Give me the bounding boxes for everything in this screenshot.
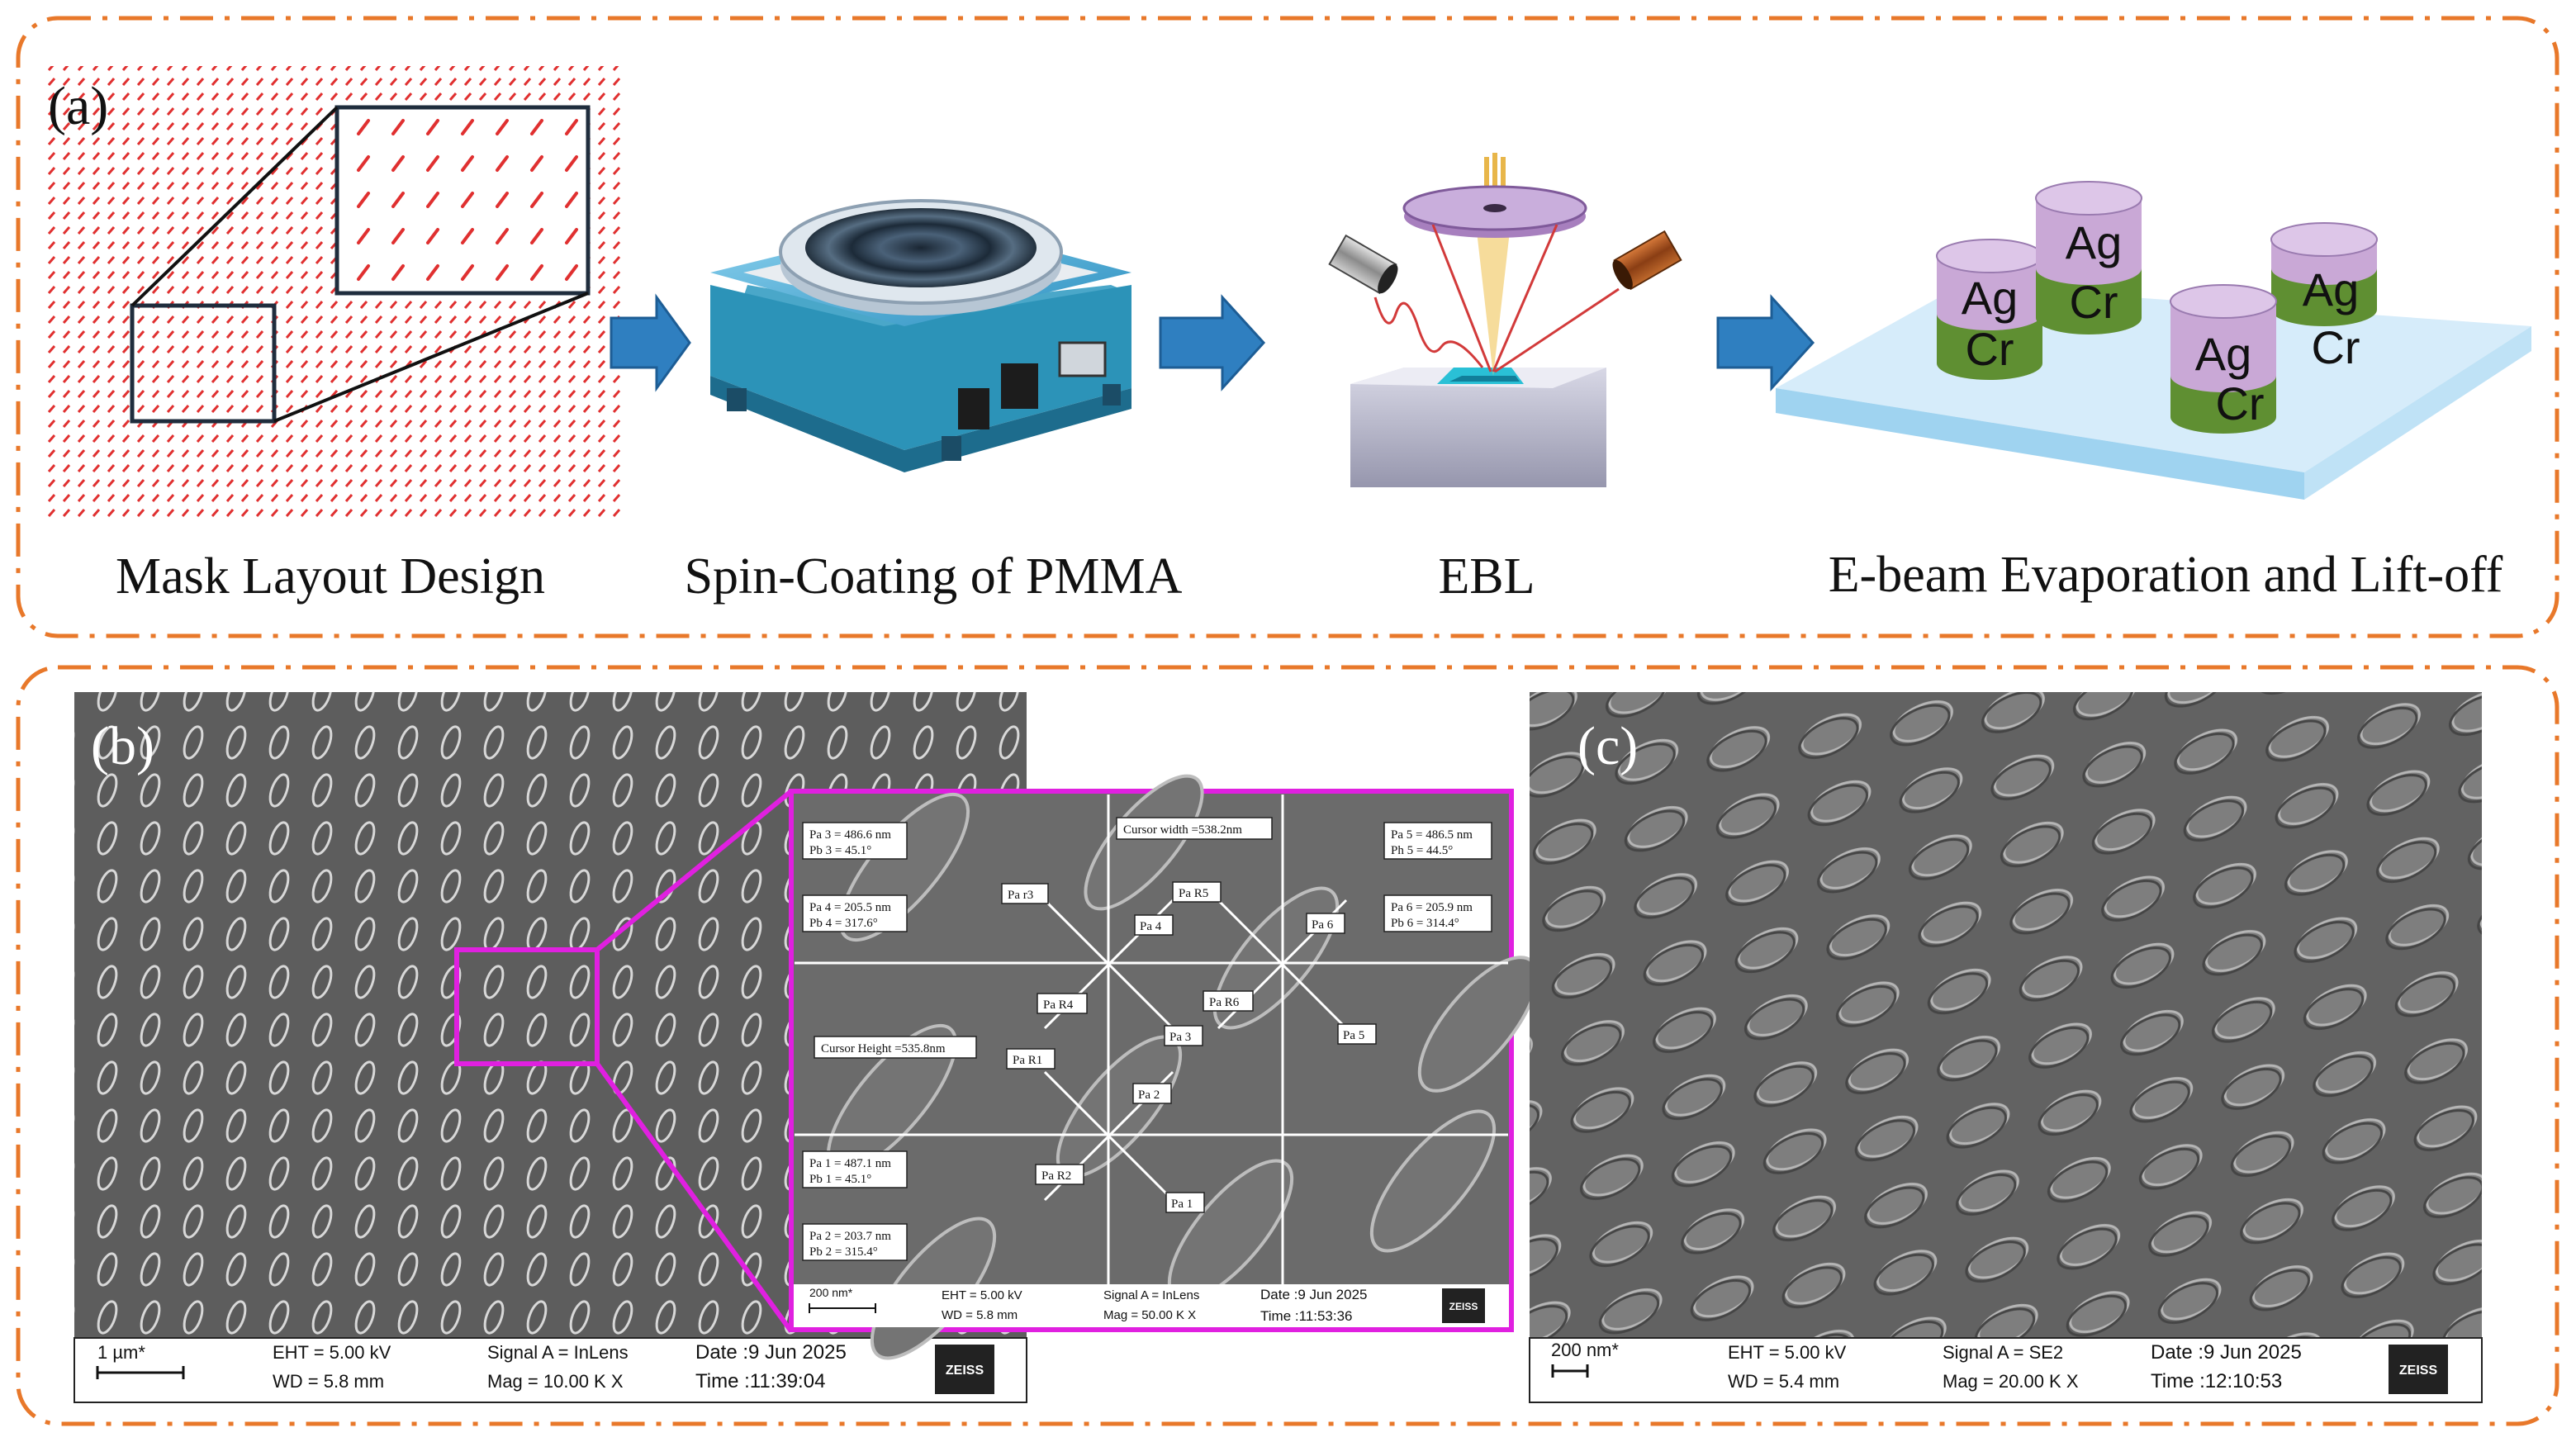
sem-c-date: Date :9 Jun 2025 (2151, 1341, 2302, 1364)
sem-c-signal: Signal A = SE2 (1943, 1342, 2063, 1363)
step-label-evaporation: E-beam Evaporation and Lift-off (1829, 547, 2503, 603)
inset-tag: Pa 4 (1140, 920, 1162, 933)
step-label-spin-coating: Spin-Coating of PMMA (685, 548, 1183, 605)
sem-c-scale: 200 nm* (1551, 1340, 1619, 1360)
inset-label: Pb 4 = 317.6° (809, 917, 878, 930)
pillar: Ag Cr (2170, 284, 2277, 434)
pillar-cr-label: Cr (1965, 323, 2014, 375)
inset-label: Pb 2 = 315.4° (809, 1245, 878, 1259)
pillar-ag-label: Ag (2195, 328, 2252, 380)
inset-tag: Pa 1 (1171, 1198, 1193, 1211)
pillar-cr-label: Cr (2069, 276, 2118, 328)
inset-tag: Pa R1 (1013, 1054, 1042, 1067)
spin-coater-illustration (710, 199, 1131, 472)
inset-tag: Pa R6 (1209, 996, 1240, 1009)
sem-b-wd: WD = 5.8 mm (273, 1371, 384, 1392)
panel-c-label: (c) (1577, 716, 1638, 776)
inset-label: Pb 1 = 45.1° (809, 1173, 871, 1186)
sem-image-c: (c) 200 nm* EHT = 5.00 kV WD = 5.4 mm Si… (1529, 692, 2483, 1403)
inset-label: Pb 3 = 45.1° (809, 844, 871, 857)
sem-b-eht: EHT = 5.00 kV (273, 1342, 391, 1363)
zeiss-logo (1442, 1288, 1485, 1323)
pillar-ag-label: Ag (1962, 272, 2019, 324)
sem-c-mag: Mag = 20.00 K X (1943, 1371, 2079, 1392)
inset-tag: Pa 6 (1312, 918, 1334, 932)
process-arrow (1159, 294, 1266, 391)
step-label-ebl: EBL (1438, 548, 1535, 605)
inset-label: Pa 4 = 205.5 nm (809, 901, 891, 914)
sem-b-scale: 1 µm* (97, 1342, 145, 1363)
panel-a-label: (a) (48, 76, 108, 136)
pillar-ag-label: Ag (2303, 263, 2360, 315)
sem-b-time: Time :11:39:04 (695, 1370, 825, 1392)
inset-time: Time :11:53:36 (1260, 1308, 1353, 1324)
inset-date: Date :9 Jun 2025 (1260, 1287, 1367, 1302)
inset-tag: Pa R5 (1179, 887, 1208, 900)
process-arrow (1716, 294, 1815, 391)
sem-inset: Pa 3 = 486.6 nm Pb 3 = 45.1° Cursor widt… (789, 774, 1539, 1360)
ebl-illustration (1328, 153, 1682, 487)
inset-label: Pa 6 = 205.9 nm (1391, 901, 1473, 914)
sem-c-wd: WD = 5.4 mm (1728, 1371, 1839, 1392)
panel-a-frame (16, 16, 2559, 638)
inset-tag: Pa 3 (1169, 1031, 1191, 1044)
inset-wd: WD = 5.8 mm (942, 1308, 1018, 1322)
svg-text:ZEISS: ZEISS (1449, 1301, 1478, 1312)
inset-label: Cursor width =538.2nm (1123, 823, 1242, 837)
sem-b-mag: Mag = 10.00 K X (487, 1371, 624, 1392)
inset-eht: EHT = 5.00 kV (942, 1288, 1022, 1302)
inset-tag: Pa 2 (1138, 1089, 1160, 1102)
inset-scale: 200 nm* (809, 1286, 853, 1299)
pillar: Ag Cr (2270, 222, 2378, 373)
panel-bc-frame (16, 665, 2559, 1426)
mask-zoom-box (334, 105, 591, 296)
pillar-cr-label: Cr (2311, 321, 2360, 373)
zoom-region-box (454, 947, 600, 1066)
pillar-ag-label: Ag (2066, 216, 2123, 268)
inset-label: Cursor Height =535.8nm (821, 1042, 946, 1055)
inset-label: Pa 3 = 486.6 nm (809, 828, 891, 842)
inset-tag: Pa 5 (1343, 1029, 1364, 1042)
panel-b-label: (b) (91, 716, 154, 776)
mask-layout (45, 66, 624, 522)
zeiss-logo (935, 1345, 994, 1394)
svg-text:ZEISS: ZEISS (946, 1364, 984, 1378)
mask-select-box (130, 303, 277, 424)
pillar: Ag Cr (2035, 181, 2142, 334)
process-arrow (610, 293, 691, 392)
sem-b-date: Date :9 Jun 2025 (695, 1341, 847, 1364)
inset-tag: Pa r3 (1008, 889, 1033, 902)
inset-tag: Pa R2 (1041, 1169, 1071, 1183)
inset-label: Pa 2 = 203.7 nm (809, 1230, 891, 1243)
pillar: Ag Cr (1936, 239, 2043, 380)
liftoff-illustration: Ag Cr Ag Cr Ag Cr Ag Cr (1776, 181, 2531, 500)
inset-label: Pb 6 = 314.4° (1391, 917, 1459, 930)
inset-label: Pa 1 = 487.1 nm (809, 1157, 891, 1170)
inset-mag: Mag = 50.00 K X (1103, 1308, 1196, 1322)
zeiss-logo (2389, 1345, 2448, 1394)
inset-label: Ph 5 = 44.5° (1391, 844, 1453, 857)
svg-text:ZEISS: ZEISS (2399, 1364, 2438, 1378)
inset-tag: Pa R4 (1043, 998, 1074, 1012)
inset-signal: Signal A = InLens (1103, 1288, 1199, 1302)
inset-label: Pa 5 = 486.5 nm (1391, 828, 1473, 842)
pillar-cr-label: Cr (2215, 377, 2264, 429)
sem-c-eht: EHT = 5.00 kV (1728, 1342, 1847, 1363)
sem-c-time: Time :12:10:53 (2151, 1370, 2282, 1392)
sem-b-signal: Signal A = InLens (487, 1342, 629, 1363)
step-label-mask-layout: Mask Layout Design (116, 548, 545, 605)
